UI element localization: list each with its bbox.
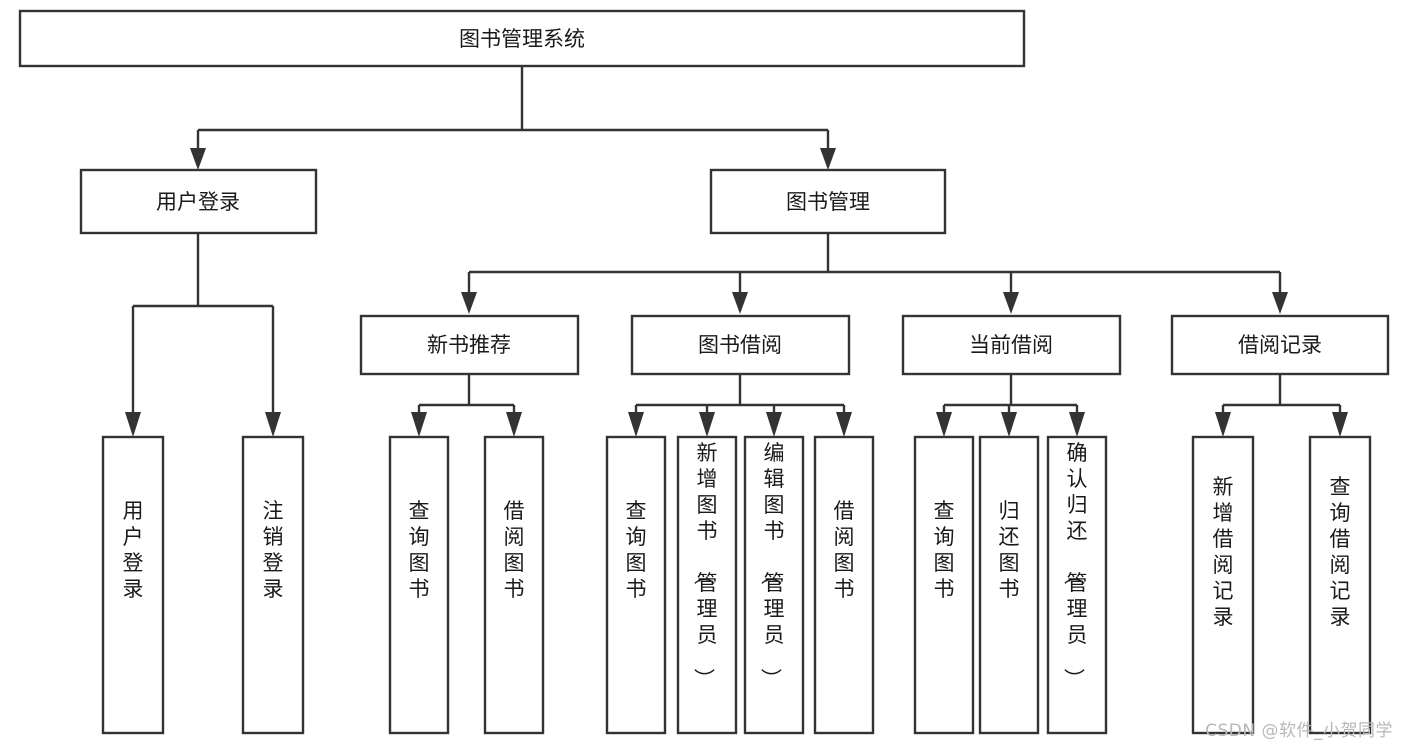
node-user-login[interactable]: 用户登录 — [79, 168, 318, 235]
arrow-leaf-edit-book — [766, 412, 782, 437]
arrow-leaf-return-book — [1001, 412, 1017, 437]
node-leaf-user-login-label: 用户登录 — [123, 499, 144, 601]
node-leaf-borrow-book-1-label: 借阅图书 — [504, 499, 525, 601]
node-leaf-add-book[interactable]: 新增图书（管理员） — [676, 435, 738, 735]
node-current-borrow[interactable]: 当前借阅 — [901, 314, 1122, 376]
node-leaf-confirm-return[interactable]: 确认归还（管理员） — [1046, 435, 1108, 735]
node-book-management[interactable]: 图书管理 — [709, 168, 947, 235]
node-leaf-logout[interactable]: 注销登录 — [241, 435, 305, 735]
arrow-leaf-query-book-2 — [628, 412, 644, 437]
node-leaf-confirm-return-box[interactable] — [1046, 435, 1108, 735]
arrow-borrow-record — [1272, 292, 1288, 314]
arrow-book-borrow — [732, 292, 748, 314]
node-leaf-logout-box[interactable] — [241, 435, 305, 735]
arrow-leaf-add-book — [699, 412, 715, 437]
node-leaf-query-record-label: 查询借阅记录 — [1330, 475, 1351, 629]
node-leaf-add-record[interactable]: 新增借阅记录 — [1191, 435, 1255, 735]
node-leaf-query-book-2-box[interactable] — [605, 435, 667, 735]
node-user-login-box[interactable] — [79, 168, 318, 235]
arrow-leaf-borrow-book-1 — [506, 412, 522, 437]
arrow-leaf-add-record — [1215, 412, 1231, 437]
node-current-borrow-label: 当前借阅 — [969, 333, 1053, 357]
node-book-borrow-label: 图书借阅 — [698, 333, 782, 357]
node-leaf-borrow-book-2-label: 借阅图书 — [834, 499, 855, 601]
arrow-current-borrow — [1003, 292, 1019, 314]
node-root-label: 图书管理系统 — [459, 27, 585, 51]
arrow-leaf-query-record — [1332, 412, 1348, 437]
node-leaf-add-book-label: 新增图书（管理员） — [692, 441, 718, 689]
node-new-book-recommend-label: 新书推荐 — [427, 333, 511, 357]
arrow-leaf-logout — [265, 412, 281, 437]
node-leaf-query-book-2[interactable]: 查询图书 — [605, 435, 667, 735]
node-book-borrow[interactable]: 图书借阅 — [630, 314, 851, 376]
arrow-book-management — [820, 148, 836, 170]
node-leaf-add-book-box[interactable] — [676, 435, 738, 735]
node-root[interactable]: 图书管理系统 — [18, 9, 1026, 68]
arrow-leaf-query-book-1 — [411, 412, 427, 437]
node-book-management-label: 图书管理 — [786, 190, 870, 214]
node-new-book-recommend-box[interactable] — [359, 314, 580, 376]
arrow-leaf-query-book-3 — [936, 412, 952, 437]
node-leaf-edit-book-box[interactable] — [743, 435, 805, 735]
node-borrow-record-box[interactable] — [1170, 314, 1390, 376]
arrow-leaf-borrow-book-2 — [836, 412, 852, 437]
node-leaf-edit-book-label: 编辑图书（管理员） — [759, 441, 785, 689]
node-leaf-query-book-1-label: 查询图书 — [409, 499, 430, 601]
node-leaf-query-record[interactable]: 查询借阅记录 — [1308, 435, 1372, 735]
node-leaf-query-record-box[interactable] — [1308, 435, 1372, 735]
node-new-book-recommend[interactable]: 新书推荐 — [359, 314, 580, 376]
node-book-borrow-box[interactable] — [630, 314, 851, 376]
node-leaf-borrow-book-1-box[interactable] — [483, 435, 545, 735]
node-leaf-logout-label: 注销登录 — [263, 499, 284, 601]
arrow-new-book-recommend — [461, 292, 477, 314]
node-borrow-record-label: 借阅记录 — [1238, 333, 1322, 357]
node-leaf-query-book-3-box[interactable] — [913, 435, 975, 735]
node-leaf-borrow-book-2-box[interactable] — [813, 435, 875, 735]
node-leaf-user-login[interactable]: 用户登录 — [101, 435, 165, 735]
node-leaf-query-book-3-label: 查询图书 — [934, 499, 955, 601]
node-leaf-query-book-3[interactable]: 查询图书 — [913, 435, 975, 735]
node-leaf-user-login-box[interactable] — [101, 435, 165, 735]
node-leaf-add-record-label: 新增借阅记录 — [1213, 475, 1234, 629]
node-leaf-query-book-1-box[interactable] — [388, 435, 450, 735]
arrow-leaf-user-login — [125, 412, 141, 437]
node-root-box[interactable] — [18, 9, 1026, 68]
node-borrow-record[interactable]: 借阅记录 — [1170, 314, 1390, 376]
csdn-watermark: CSDN @软件_小贺同学 — [1205, 721, 1393, 741]
node-leaf-return-book-box[interactable] — [978, 435, 1040, 735]
node-user-login-label: 用户登录 — [156, 190, 240, 214]
arrow-leaf-confirm-return — [1069, 412, 1085, 437]
connector-group — [125, 66, 1348, 437]
node-current-borrow-box[interactable] — [901, 314, 1122, 376]
node-leaf-return-book[interactable]: 归还图书 — [978, 435, 1040, 735]
arrow-user-login — [190, 148, 206, 170]
node-leaf-borrow-book-1[interactable]: 借阅图书 — [483, 435, 545, 735]
node-leaf-return-book-label: 归还图书 — [999, 499, 1020, 601]
node-leaf-confirm-return-label: 确认归还（管理员） — [1062, 441, 1088, 689]
node-leaf-query-book-1[interactable]: 查询图书 — [388, 435, 450, 735]
node-leaf-edit-book[interactable]: 编辑图书（管理员） — [743, 435, 805, 735]
node-leaf-add-record-box[interactable] — [1191, 435, 1255, 735]
node-book-management-box[interactable] — [709, 168, 947, 235]
node-leaf-borrow-book-2[interactable]: 借阅图书 — [813, 435, 875, 735]
node-leaf-query-book-2-label: 查询图书 — [626, 499, 647, 601]
